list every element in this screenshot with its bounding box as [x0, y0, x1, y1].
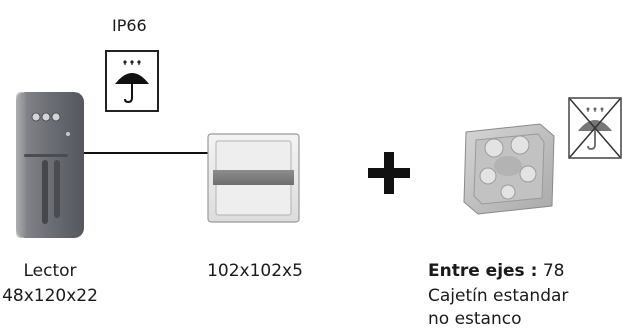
umbrella-rain-icon [105, 50, 159, 112]
ip-rating-label: IP66 [112, 16, 147, 35]
plus-symbol [368, 152, 410, 194]
reader-dimensions-label: 48x120x22 [2, 286, 98, 306]
reader-name-label: Lector [23, 261, 77, 281]
junction-box-image [458, 118, 558, 218]
plate-dimensions-label: 102x102x5 [207, 261, 303, 281]
box-spacing-value: 78 [542, 261, 565, 281]
connection-line [84, 152, 210, 154]
reader-device-image [14, 90, 86, 240]
box-spacing-label: Entre ejes : 78 [428, 260, 564, 282]
plate-image [207, 133, 300, 223]
box-description-line1: Cajetín estandar [428, 286, 569, 306]
box-spacing-key: Entre ejes : [428, 261, 538, 281]
box-description-line2: no estanco [428, 309, 522, 329]
umbrella-crossed-icon [568, 97, 622, 159]
